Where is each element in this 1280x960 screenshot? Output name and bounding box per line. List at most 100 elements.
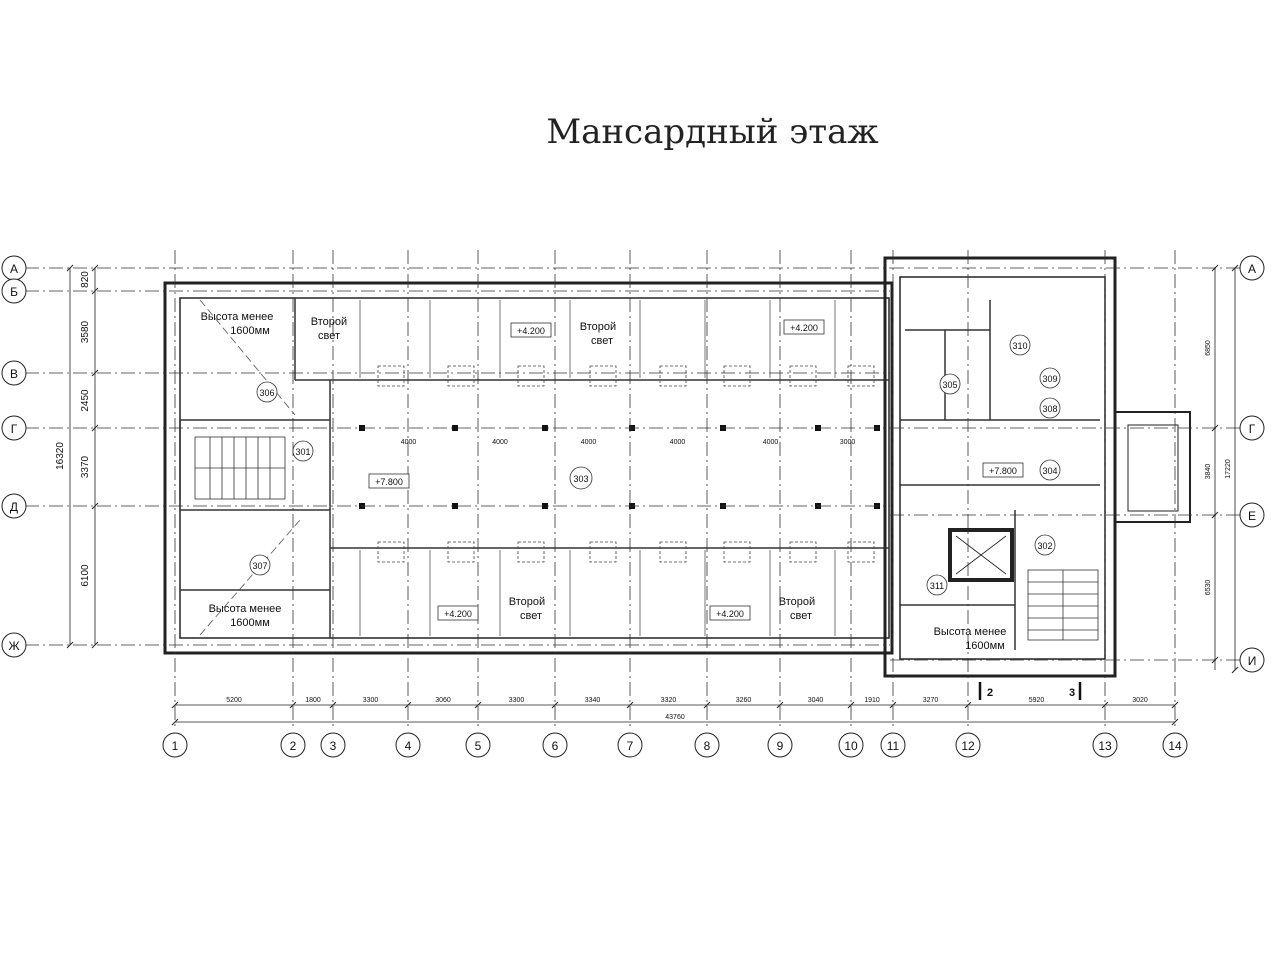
axis-bubble-col-12 [955,732,981,758]
level-marks [368,319,1024,621]
axis-bubble-row-right-0 [1239,255,1265,281]
axis-bubble-col-8 [694,732,720,758]
dimension-ticks [66,264,1239,726]
dim-right-total: 17220 [1225,459,1232,479]
axis-bubble-col-5 [465,732,491,758]
room-303: 303 [573,474,588,484]
dim-span-0: 4000 [401,439,417,446]
axis-label-row-left-0: А [10,262,18,276]
axis-label-col-3: 3 [330,739,337,753]
low-height-label-se: Высота менее [934,626,1007,638]
axis-bubble-col-1 [162,732,188,758]
dim-span-2: 4000 [581,439,597,446]
axis-label-row-left-4: Д [10,500,18,514]
dim-bottom-9: 1910 [864,697,880,704]
dim-bottom-8: 3040 [808,697,824,704]
page-title: Мансардный этаж [546,112,879,152]
axis-label-col-2: 2 [290,739,297,753]
level-mark-s2: +4.200 [716,609,744,619]
grid-lines [25,250,1240,730]
low-height-diagonals [199,299,301,636]
axis-label-col-13: 13 [1098,739,1112,753]
dim-bottom-4: 3300 [509,697,525,704]
dim-span-1: 4000 [492,439,508,446]
low-height-value-sw: 1600мм [230,617,270,629]
axis-bubble-row-right-3 [1239,647,1265,673]
area-labels: Высота менее 1600мм Высота менее 1600мм … [201,311,1007,652]
staircase-east [1027,569,1099,641]
dim-right-2: 6530 [1205,580,1212,596]
column-marker [452,425,458,431]
room-305: 305 [942,380,957,390]
column-marker [452,503,458,509]
room-311: 311 [930,581,944,591]
second-light-sub-2: свет [591,335,613,347]
axis-label-row-left-1: Б [10,285,18,299]
staircase-west [194,436,286,500]
dim-right-1: 3840 [1205,464,1212,480]
dim-bottom-11: 5920 [1029,697,1045,704]
dim-span-5: 3000 [840,439,856,446]
room-tags [249,334,1061,596]
axis-bubble-row-left-3 [1,415,27,441]
main-block-inner-wall [179,297,890,639]
stair-tower [1114,411,1191,523]
dim-bottom-10: 3270 [923,697,939,704]
room-301: 301 [295,447,310,457]
roof-bays [359,300,836,636]
dim-bottom-7: 3260 [736,697,752,704]
dim-bottom-0: 5200 [226,697,242,704]
section-mark-2: 2 [987,687,993,699]
axis-bubble-col-2 [280,732,306,758]
section-mark-3: 3 [1069,687,1075,699]
dim-bottom-2: 3300 [363,697,379,704]
dim-bottom-5: 3340 [585,697,601,704]
axis-bubble-row-left-1 [1,278,27,304]
room-310: 310 [1012,341,1027,351]
dim-span-4: 4000 [763,439,779,446]
axis-label-col-12: 12 [961,739,975,753]
elevator-shaft [948,528,1014,582]
axis-bubble-col-7 [617,732,643,758]
second-light-sub-3: свет [520,610,542,622]
second-light-label-4: Второй [779,596,815,608]
stair-tower-inner [1127,424,1179,512]
level-mark-n1: +4.200 [517,326,545,336]
axis-bubble-col-6 [542,732,568,758]
axis-bubble-col-11 [880,732,906,758]
dim-left-1: 3580 [80,320,91,343]
level-mark-n2: +4.200 [790,323,818,333]
dim-left-3: 3370 [80,455,91,478]
main-block-wall [163,281,894,655]
low-height-label-nw: Высота менее [201,311,274,323]
section-mark-labels: 2 3 [987,687,1075,699]
structural-columns [359,425,880,509]
dim-bottom-1: 1800 [305,697,321,704]
column-marker [542,425,548,431]
dim-right-0: 6850 [1205,340,1212,356]
room-numbers: 306 301 302 303 304 305 307 308 309 310 … [252,341,1057,591]
axis-bubble-row-left-4 [1,493,27,519]
section-marks [978,682,1082,700]
axis-bubble-col-10 [838,732,864,758]
second-light-label-2: Второй [580,321,616,333]
level-mark-304: +7.800 [989,466,1017,476]
axis-label-row-left-3: Г [11,422,18,436]
column-marker [542,503,548,509]
axis-label-row-right-1: Г [1249,422,1256,436]
low-height-value-nw: 1600мм [230,325,270,337]
axis-bubble-col-9 [767,732,793,758]
dim-left-0: 820 [80,271,91,288]
low-height-value-se: 1600мм [965,640,1005,652]
axis-label-col-6: 6 [552,739,559,753]
low-height-label-sw: Высота менее [209,603,282,615]
axis-label-col-9: 9 [777,739,784,753]
dim-left-4: 6100 [80,564,91,587]
dim-bottom-3: 3060 [435,697,451,704]
axis-label-row-left-2: В [10,367,18,381]
axis-label-row-right-3: И [1248,654,1257,668]
dimension-chains [69,268,1236,723]
axis-bubble-row-left-2 [1,360,27,386]
skylight-windows [377,365,875,563]
